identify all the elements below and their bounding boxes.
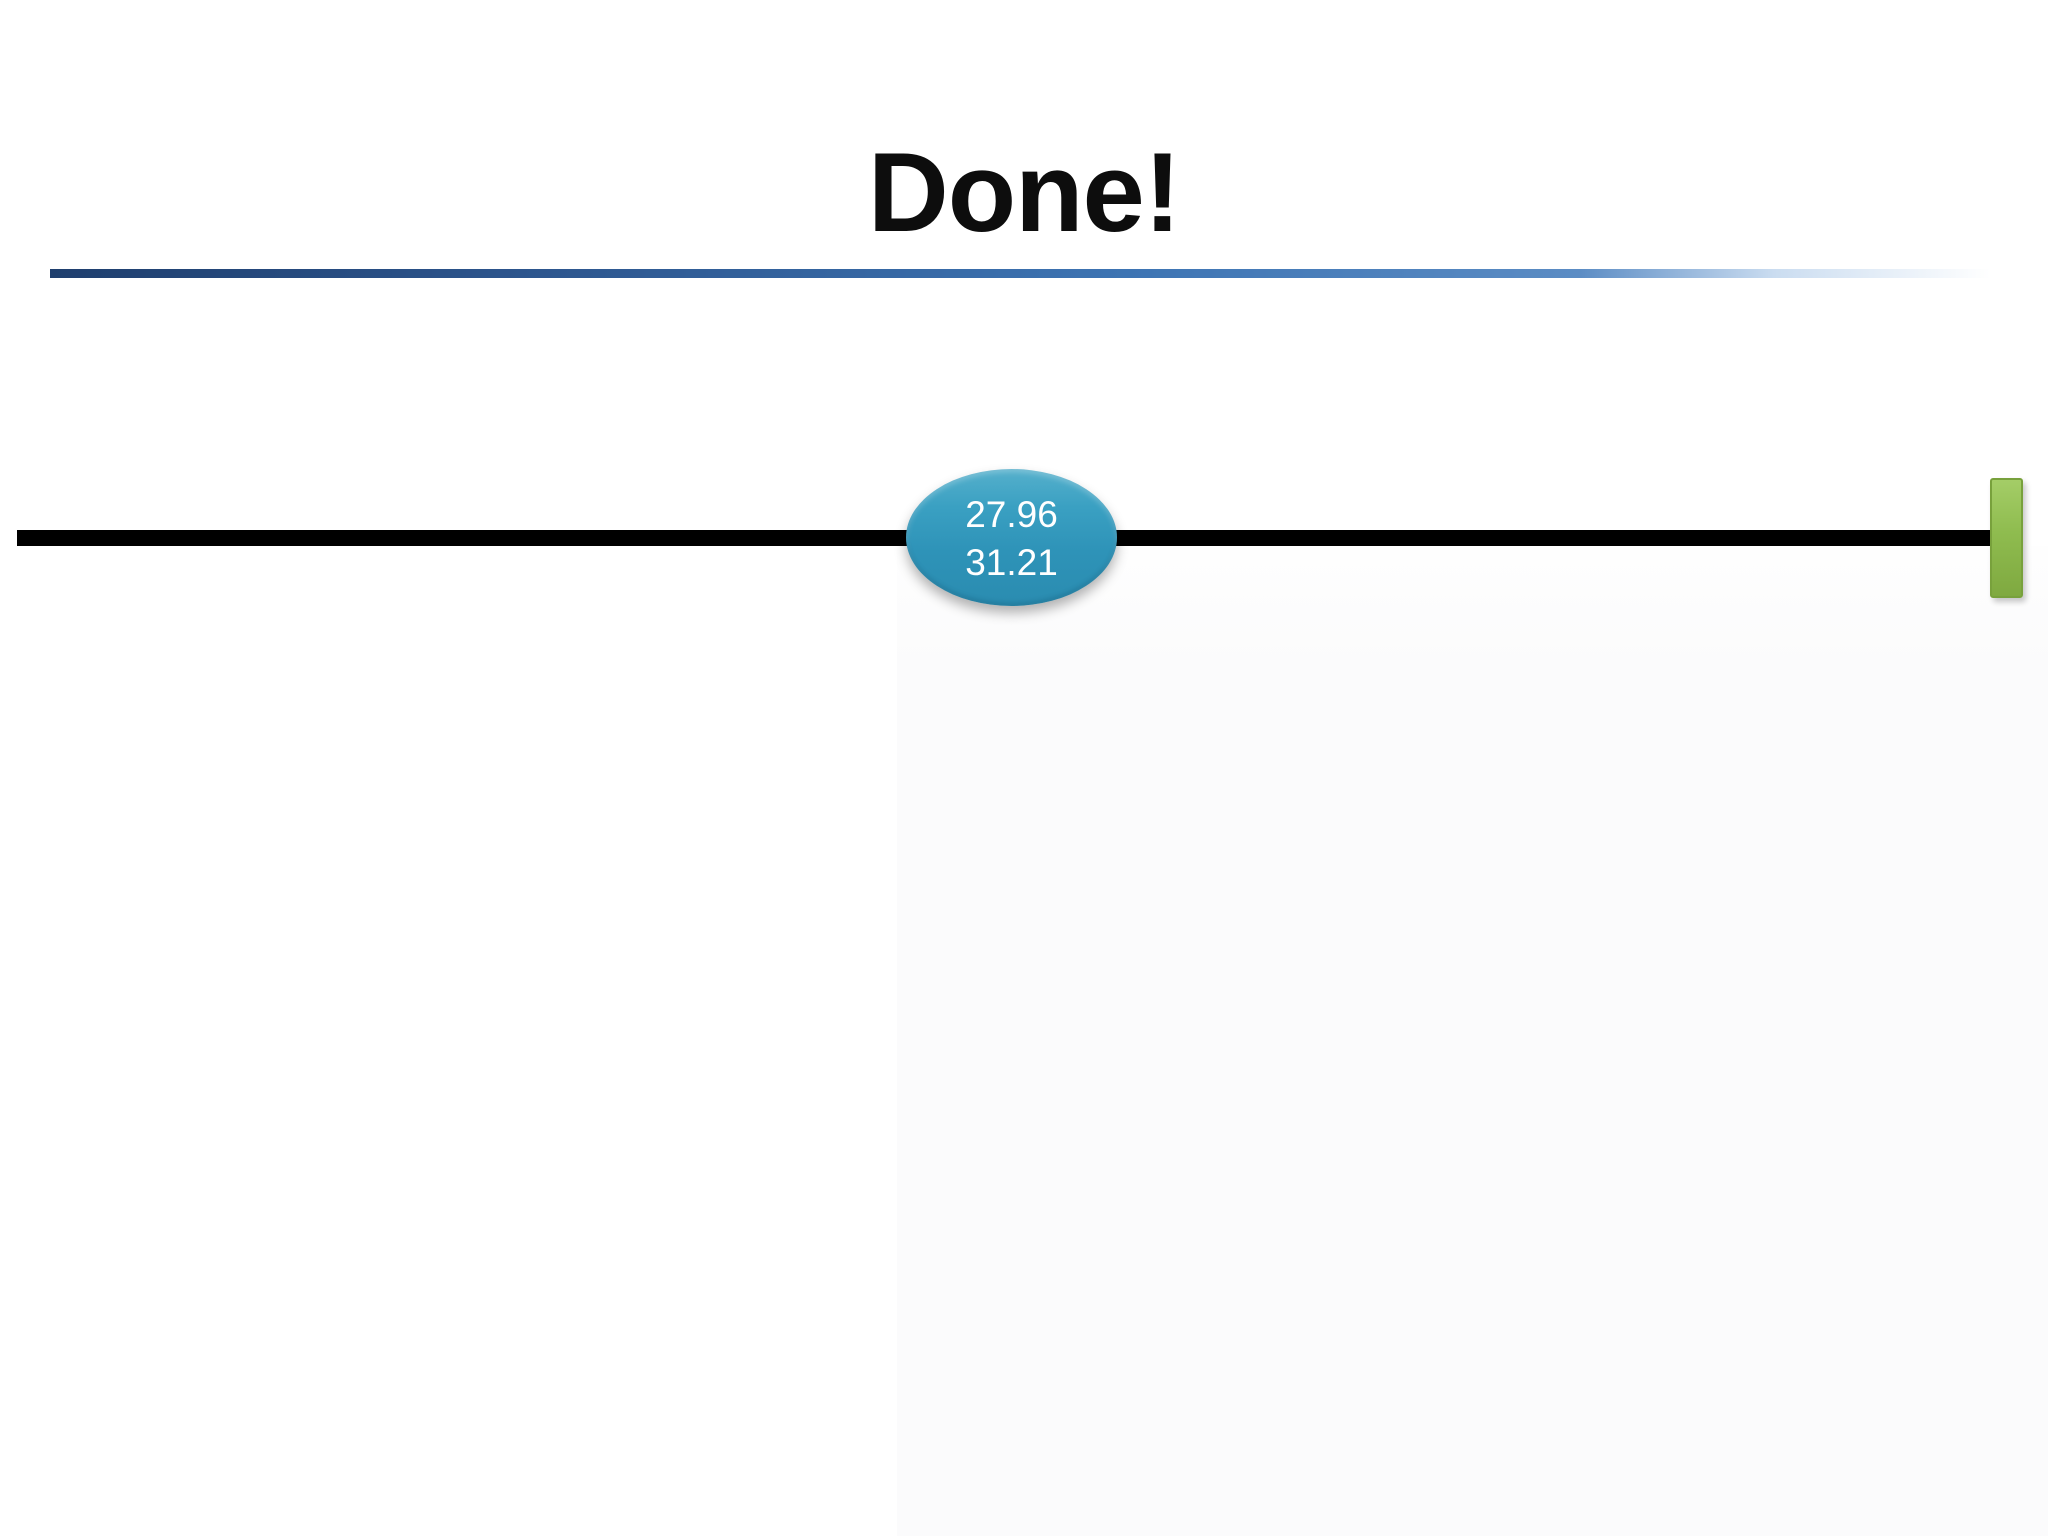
node-value-top: 27.96 bbox=[965, 494, 1058, 535]
timeline-end-marker bbox=[1990, 478, 2023, 598]
node-value-bottom: 31.21 bbox=[965, 542, 1058, 583]
timeline-node-ellipse: 27.96 31.21 bbox=[906, 469, 1117, 606]
title-divider-line bbox=[50, 269, 2010, 278]
background-panel bbox=[897, 546, 2048, 1536]
page-title: Done! bbox=[867, 130, 1181, 255]
